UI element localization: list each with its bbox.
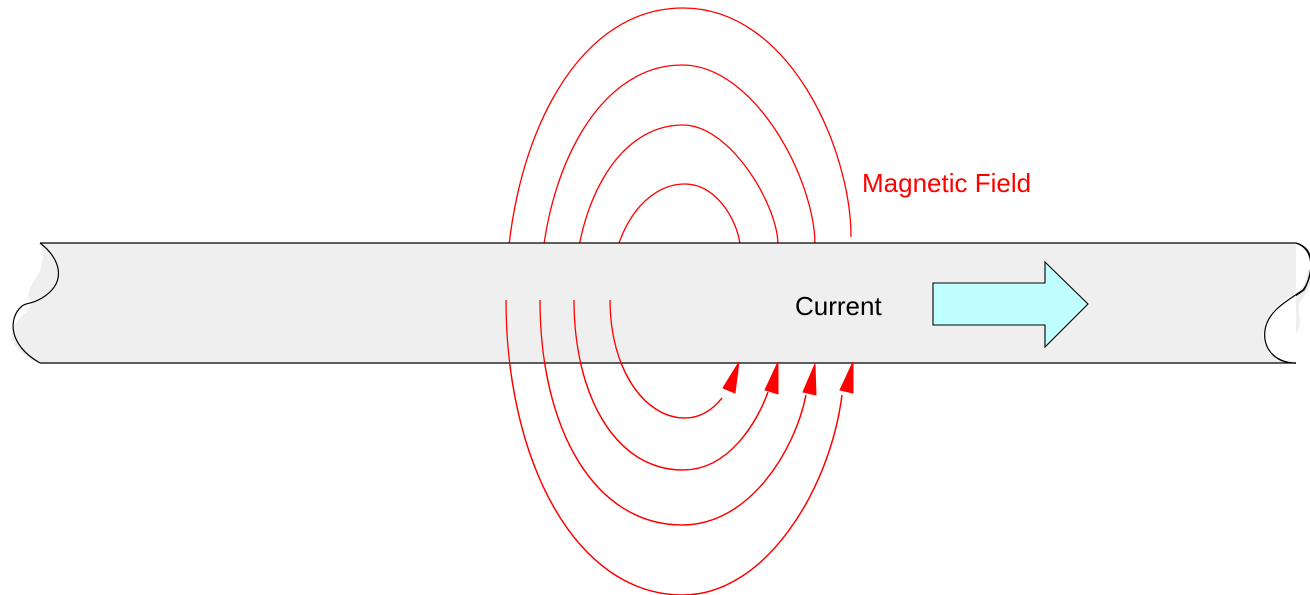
field-loop-4-arrowhead (839, 361, 854, 394)
field-loop-3-arrowhead (802, 363, 817, 396)
current-direction-arrow (932, 260, 1089, 349)
field-loops-front (505, 299, 843, 595)
field-loop-2-front (573, 299, 769, 471)
wire-right-break-edge (1264, 242, 1310, 364)
field-loop-1-front (609, 299, 723, 419)
current-label: Current (795, 291, 882, 321)
wire-right-break-fill (1263, 245, 1309, 362)
wire-body (11, 243, 1310, 363)
field-loop-1-arrowhead (722, 361, 740, 394)
wire-conductor (11, 242, 1310, 364)
magnetic-field-label: Magnetic Field (862, 168, 1031, 198)
wire-left-break (12, 242, 60, 364)
field-loop-2-arrowhead (764, 361, 779, 395)
field-arrowheads (722, 361, 854, 396)
field-loop-3-front (539, 299, 807, 526)
